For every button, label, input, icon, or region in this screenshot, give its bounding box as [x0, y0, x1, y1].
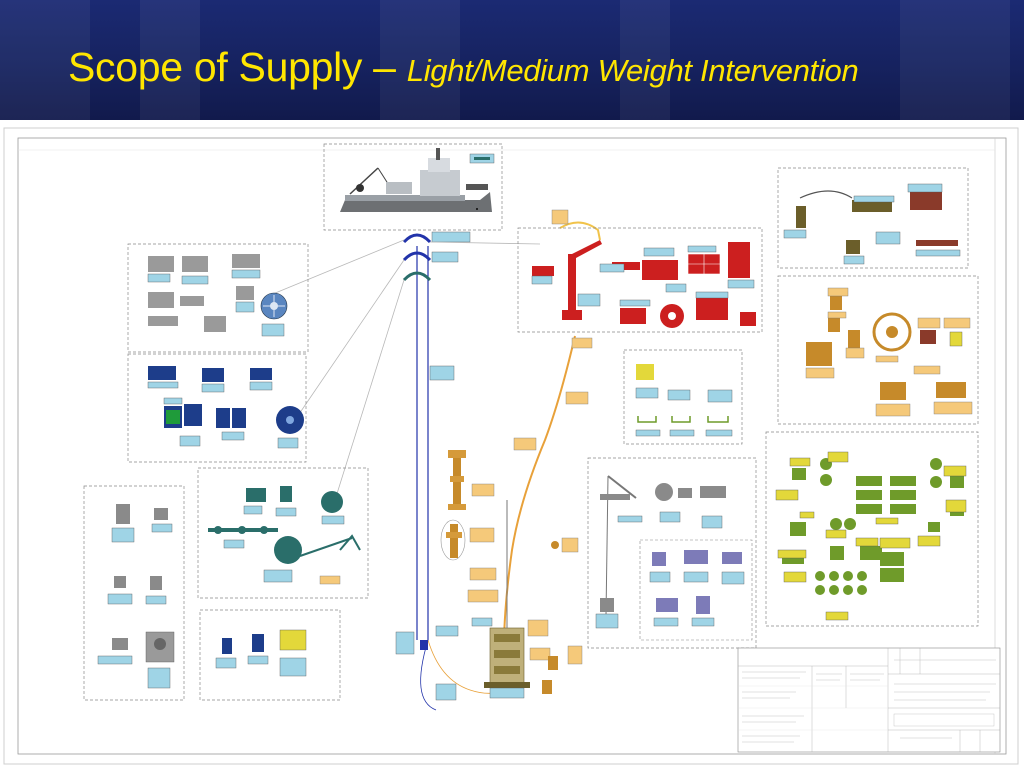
group-gray-tools — [83, 485, 185, 701]
riser-column — [395, 231, 493, 655]
group-tanks — [623, 349, 743, 445]
group-cable-spooling — [127, 243, 309, 353]
drawing-title-block — [737, 647, 1001, 753]
slide-title: Scope of Supply – Light/Medium Weight In… — [68, 44, 859, 91]
container-icon — [145, 631, 175, 663]
title-subtitle: Light/Medium Weight Intervention — [406, 53, 859, 88]
cable-reel-icon — [260, 292, 288, 320]
group-coiled-tubing — [777, 167, 969, 269]
group-red-spread — [517, 227, 763, 333]
title-main: Scope of Supply – — [68, 44, 407, 90]
vessel-group — [323, 143, 503, 231]
group-teal-equipment — [197, 467, 369, 599]
group-green-equipment — [765, 431, 979, 627]
crane-icon — [562, 240, 602, 320]
scope-drawing — [0, 120, 1024, 768]
group-brown-equipment — [777, 275, 979, 425]
intervention-vessel-icon — [340, 148, 492, 212]
sheet-border — [17, 137, 1007, 755]
seabed-package-icon — [435, 500, 552, 701]
group-gray-crane — [587, 457, 757, 649]
title-banner: Scope of Supply – Light/Medium Weight In… — [0, 0, 1024, 120]
group-small-units — [199, 609, 341, 701]
engineering-drawing — [3, 127, 1019, 765]
group-control-units — [127, 353, 307, 463]
lubricator-tools — [440, 450, 466, 561]
